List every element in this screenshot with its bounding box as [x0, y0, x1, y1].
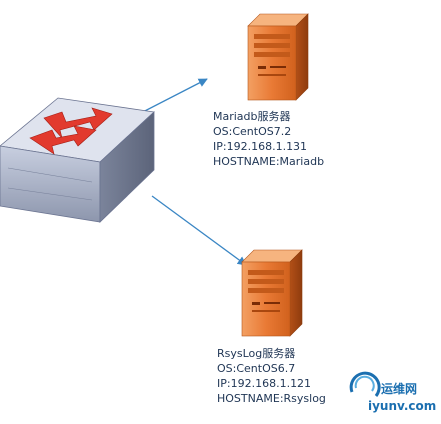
network-switch-icon [0, 97, 155, 223]
mariadb-label: Mariadb服务器 OS:CentOS7.2 IP:192.168.1.131… [213, 109, 324, 169]
iyunv-logo-icon [349, 371, 381, 397]
mariadb-os: OS:CentOS7.2 [213, 125, 292, 138]
rsyslog-os: OS:CentOS6.7 [217, 362, 296, 375]
mariadb-ip: IP:192.168.1.131 [213, 140, 308, 153]
rsyslog-label: RsysLog服务器 OS:CentOS6.7 IP:192.168.1.121… [217, 346, 326, 406]
rsyslog-hostname: HOSTNAME:Rsyslog [217, 392, 326, 405]
watermark-cn: 运维网 [381, 382, 418, 396]
server-tower-icon [241, 249, 303, 337]
mariadb-title: Mariadb服务器 [213, 110, 291, 123]
rsyslog-title: RsysLog服务器 [217, 347, 296, 360]
link-switch-to-rsyslog [151, 195, 247, 266]
rsyslog-ip: IP:192.168.1.121 [217, 377, 312, 390]
server-tower-icon [247, 13, 309, 101]
watermark-domain: iyunv.com [368, 399, 437, 413]
mariadb-hostname: HOSTNAME:Mariadb [213, 155, 325, 168]
